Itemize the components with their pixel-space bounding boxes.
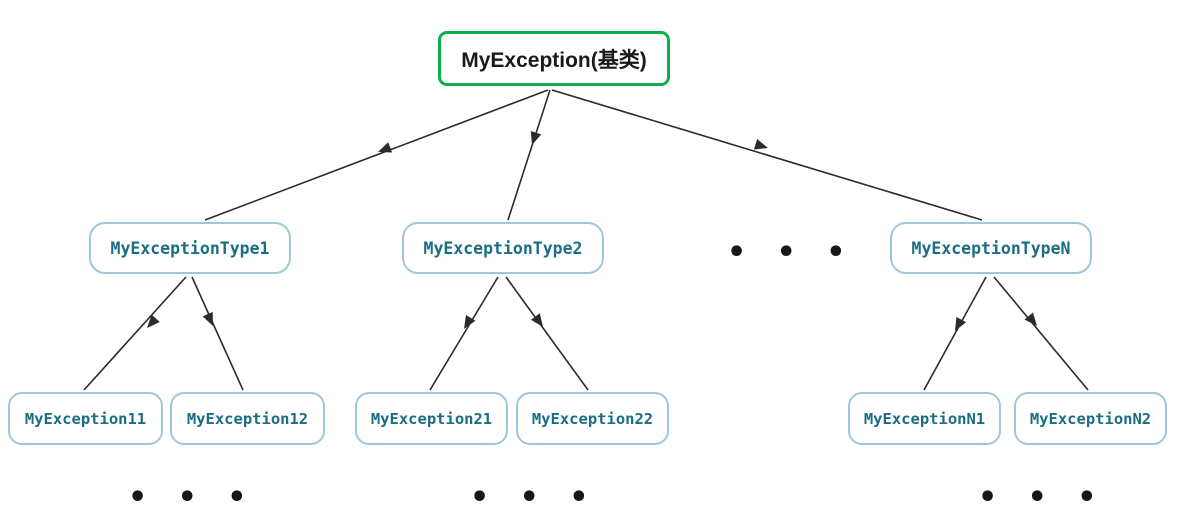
- edge-typeN-to-eN2: [993, 276, 1089, 391]
- edge-type2-to-e22: [505, 276, 589, 391]
- edge-type1-to-e12: [191, 276, 244, 391]
- edge-root-to-typeN: [551, 89, 983, 221]
- node-myexceptiontype2-label: MyExceptionType2: [423, 238, 583, 258]
- edge-type1-to-e11: [83, 276, 187, 391]
- edge-type2-to-e21: [429, 276, 499, 391]
- edge-typeN-to-eN2-arrowhead-icon: [1024, 312, 1037, 326]
- ellipsis-mid-row-text: • • •: [727, 235, 856, 270]
- node-myexceptionn1[interactable]: MyExceptionN1: [848, 392, 1001, 445]
- edge-root-to-type2: [507, 89, 551, 221]
- ellipsis-under-left: • • •: [128, 483, 246, 513]
- node-myexception11-label: MyException11: [24, 409, 147, 428]
- node-myexception22[interactable]: MyException22: [516, 392, 669, 445]
- edge-type1-to-e12-arrowhead-icon: [202, 311, 213, 326]
- edge-type2-to-e21-arrowhead-icon: [464, 315, 476, 329]
- edge-type1-to-e11-arrowhead-icon: [147, 314, 160, 328]
- node-myexceptiontypen[interactable]: MyExceptionTypeN: [890, 222, 1092, 274]
- ellipsis-under-right: • • •: [978, 483, 1096, 513]
- node-myexception21[interactable]: MyException21: [355, 392, 508, 445]
- ellipsis-under-mid: • • •: [470, 483, 588, 513]
- node-myexception12-label: MyException12: [186, 409, 309, 428]
- edge-typeN-to-eN1-arrowhead-icon: [955, 316, 967, 331]
- node-myexceptionn2[interactable]: MyExceptionN2: [1014, 392, 1167, 445]
- ellipsis-mid-row: • • •: [727, 238, 845, 268]
- node-myexception22-label: MyException22: [531, 409, 654, 428]
- node-myexception21-label: MyException21: [370, 409, 493, 428]
- edge-type2-to-e22-arrowhead-icon: [530, 313, 543, 327]
- edge-root-to-type2-arrowhead-icon: [530, 130, 542, 145]
- node-myexceptionn2-label: MyExceptionN2: [1029, 409, 1152, 428]
- ellipsis-under-right-text: • • •: [978, 480, 1107, 515]
- node-myexception12[interactable]: MyException12: [170, 392, 325, 445]
- node-myexceptiontype1[interactable]: MyExceptionType1: [89, 222, 291, 274]
- edge-root-to-type1: [204, 89, 549, 221]
- node-myexception11[interactable]: MyException11: [8, 392, 163, 445]
- node-myexceptiontype2[interactable]: MyExceptionType2: [402, 222, 604, 274]
- edge-root-to-typeN-arrowhead-icon: [753, 138, 768, 150]
- ellipsis-under-left-text: • • •: [128, 480, 257, 515]
- node-myexceptiontypen-label: MyExceptionTypeN: [911, 238, 1071, 258]
- node-root-myexception[interactable]: MyException(基类): [438, 31, 670, 86]
- node-myexceptiontype1-label: MyExceptionType1: [110, 238, 270, 258]
- edge-typeN-to-eN1: [923, 276, 987, 391]
- node-myexceptionn1-label: MyExceptionN1: [863, 409, 986, 428]
- edge-root-to-type1-arrowhead-icon: [378, 142, 393, 153]
- node-root-label: MyException(基类): [461, 48, 647, 72]
- ellipsis-under-mid-text: • • •: [470, 480, 599, 515]
